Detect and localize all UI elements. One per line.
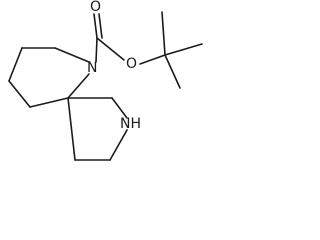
bond-carbonyl-double-2 <box>98 13 103 39</box>
bond-tbu-methyl-right <box>164 43 203 56</box>
bond-c-spiro <box>29 97 69 108</box>
bond-c-nh <box>111 97 128 119</box>
bond-c-n <box>54 47 90 63</box>
bond-n-carbonyl <box>95 37 98 63</box>
atom-label-carbonyl-o: O <box>90 0 101 15</box>
bond-carbonyl-ester-o <box>96 37 125 61</box>
atom-labels: N O O NH <box>87 0 141 132</box>
pyrrolidine-ring-lower <box>67 97 128 161</box>
bond-tbu-methyl-down <box>164 54 181 89</box>
boc-group <box>93 11 203 89</box>
pyrrolidine-ring-upper <box>8 47 90 108</box>
bond-c-c <box>8 47 23 82</box>
bond-ester-o-c <box>139 54 166 65</box>
atom-label-n1: N <box>87 60 97 76</box>
atom-label-ester-o: O <box>126 56 137 72</box>
atom-label-nh: NH <box>120 116 141 132</box>
chemical-structure-diagram: N O O NH <box>8 0 203 161</box>
bond-nh-c <box>109 129 128 161</box>
bond-c-c <box>8 80 31 108</box>
bond-c-spiro <box>67 97 76 161</box>
bond-spiro-n <box>67 73 90 99</box>
bond-tbu-methyl-up <box>161 11 166 56</box>
bond-carbonyl-double-1 <box>93 13 98 39</box>
